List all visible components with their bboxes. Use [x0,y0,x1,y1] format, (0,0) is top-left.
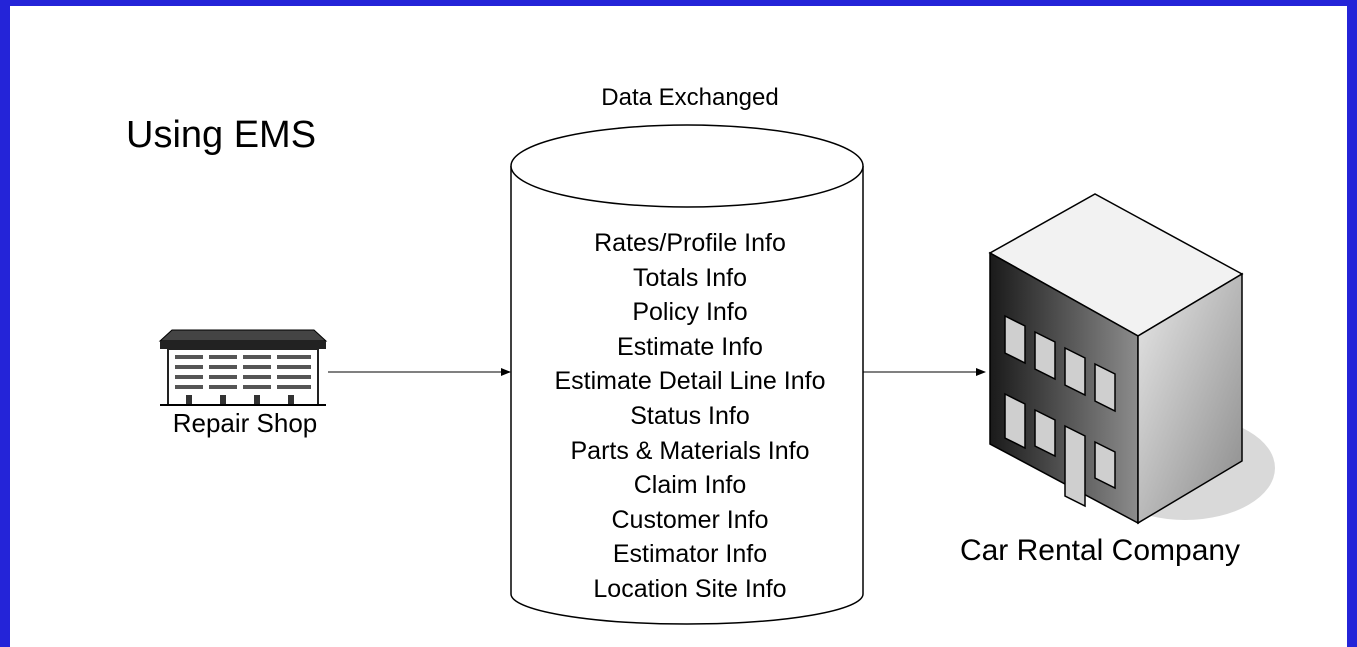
data-item: Parts & Materials Info [570,436,810,465]
data-item: Rates/Profile Info [594,229,786,257]
slide: Using EMS Data Exchanged Rates/Profile I… [10,6,1347,647]
data-item: Estimator Info [612,540,768,569]
office-building-icon [988,193,1275,525]
data-item: Location Site Info [593,574,787,603]
diagram-graphics [158,124,1275,625]
data-store-label: Data Exchanged [601,84,779,111]
data-item: Status Info [630,401,750,430]
repair-shop-building-icon [158,329,328,406]
data-item: Totals Info [633,263,747,292]
repair-shop-label: Repair Shop [172,408,318,438]
data-item: Estimate Info [617,332,763,361]
car-rental-company-label: Car Rental Company [959,534,1241,567]
data-item: Estimate Detail Line Info [554,367,826,396]
data-item: Customer Info [611,505,769,534]
page-title: Using EMS [126,114,317,156]
data-item: Policy Info [632,298,748,327]
data-item: Claim Info [633,471,747,500]
data-store-cylinder [510,124,864,625]
